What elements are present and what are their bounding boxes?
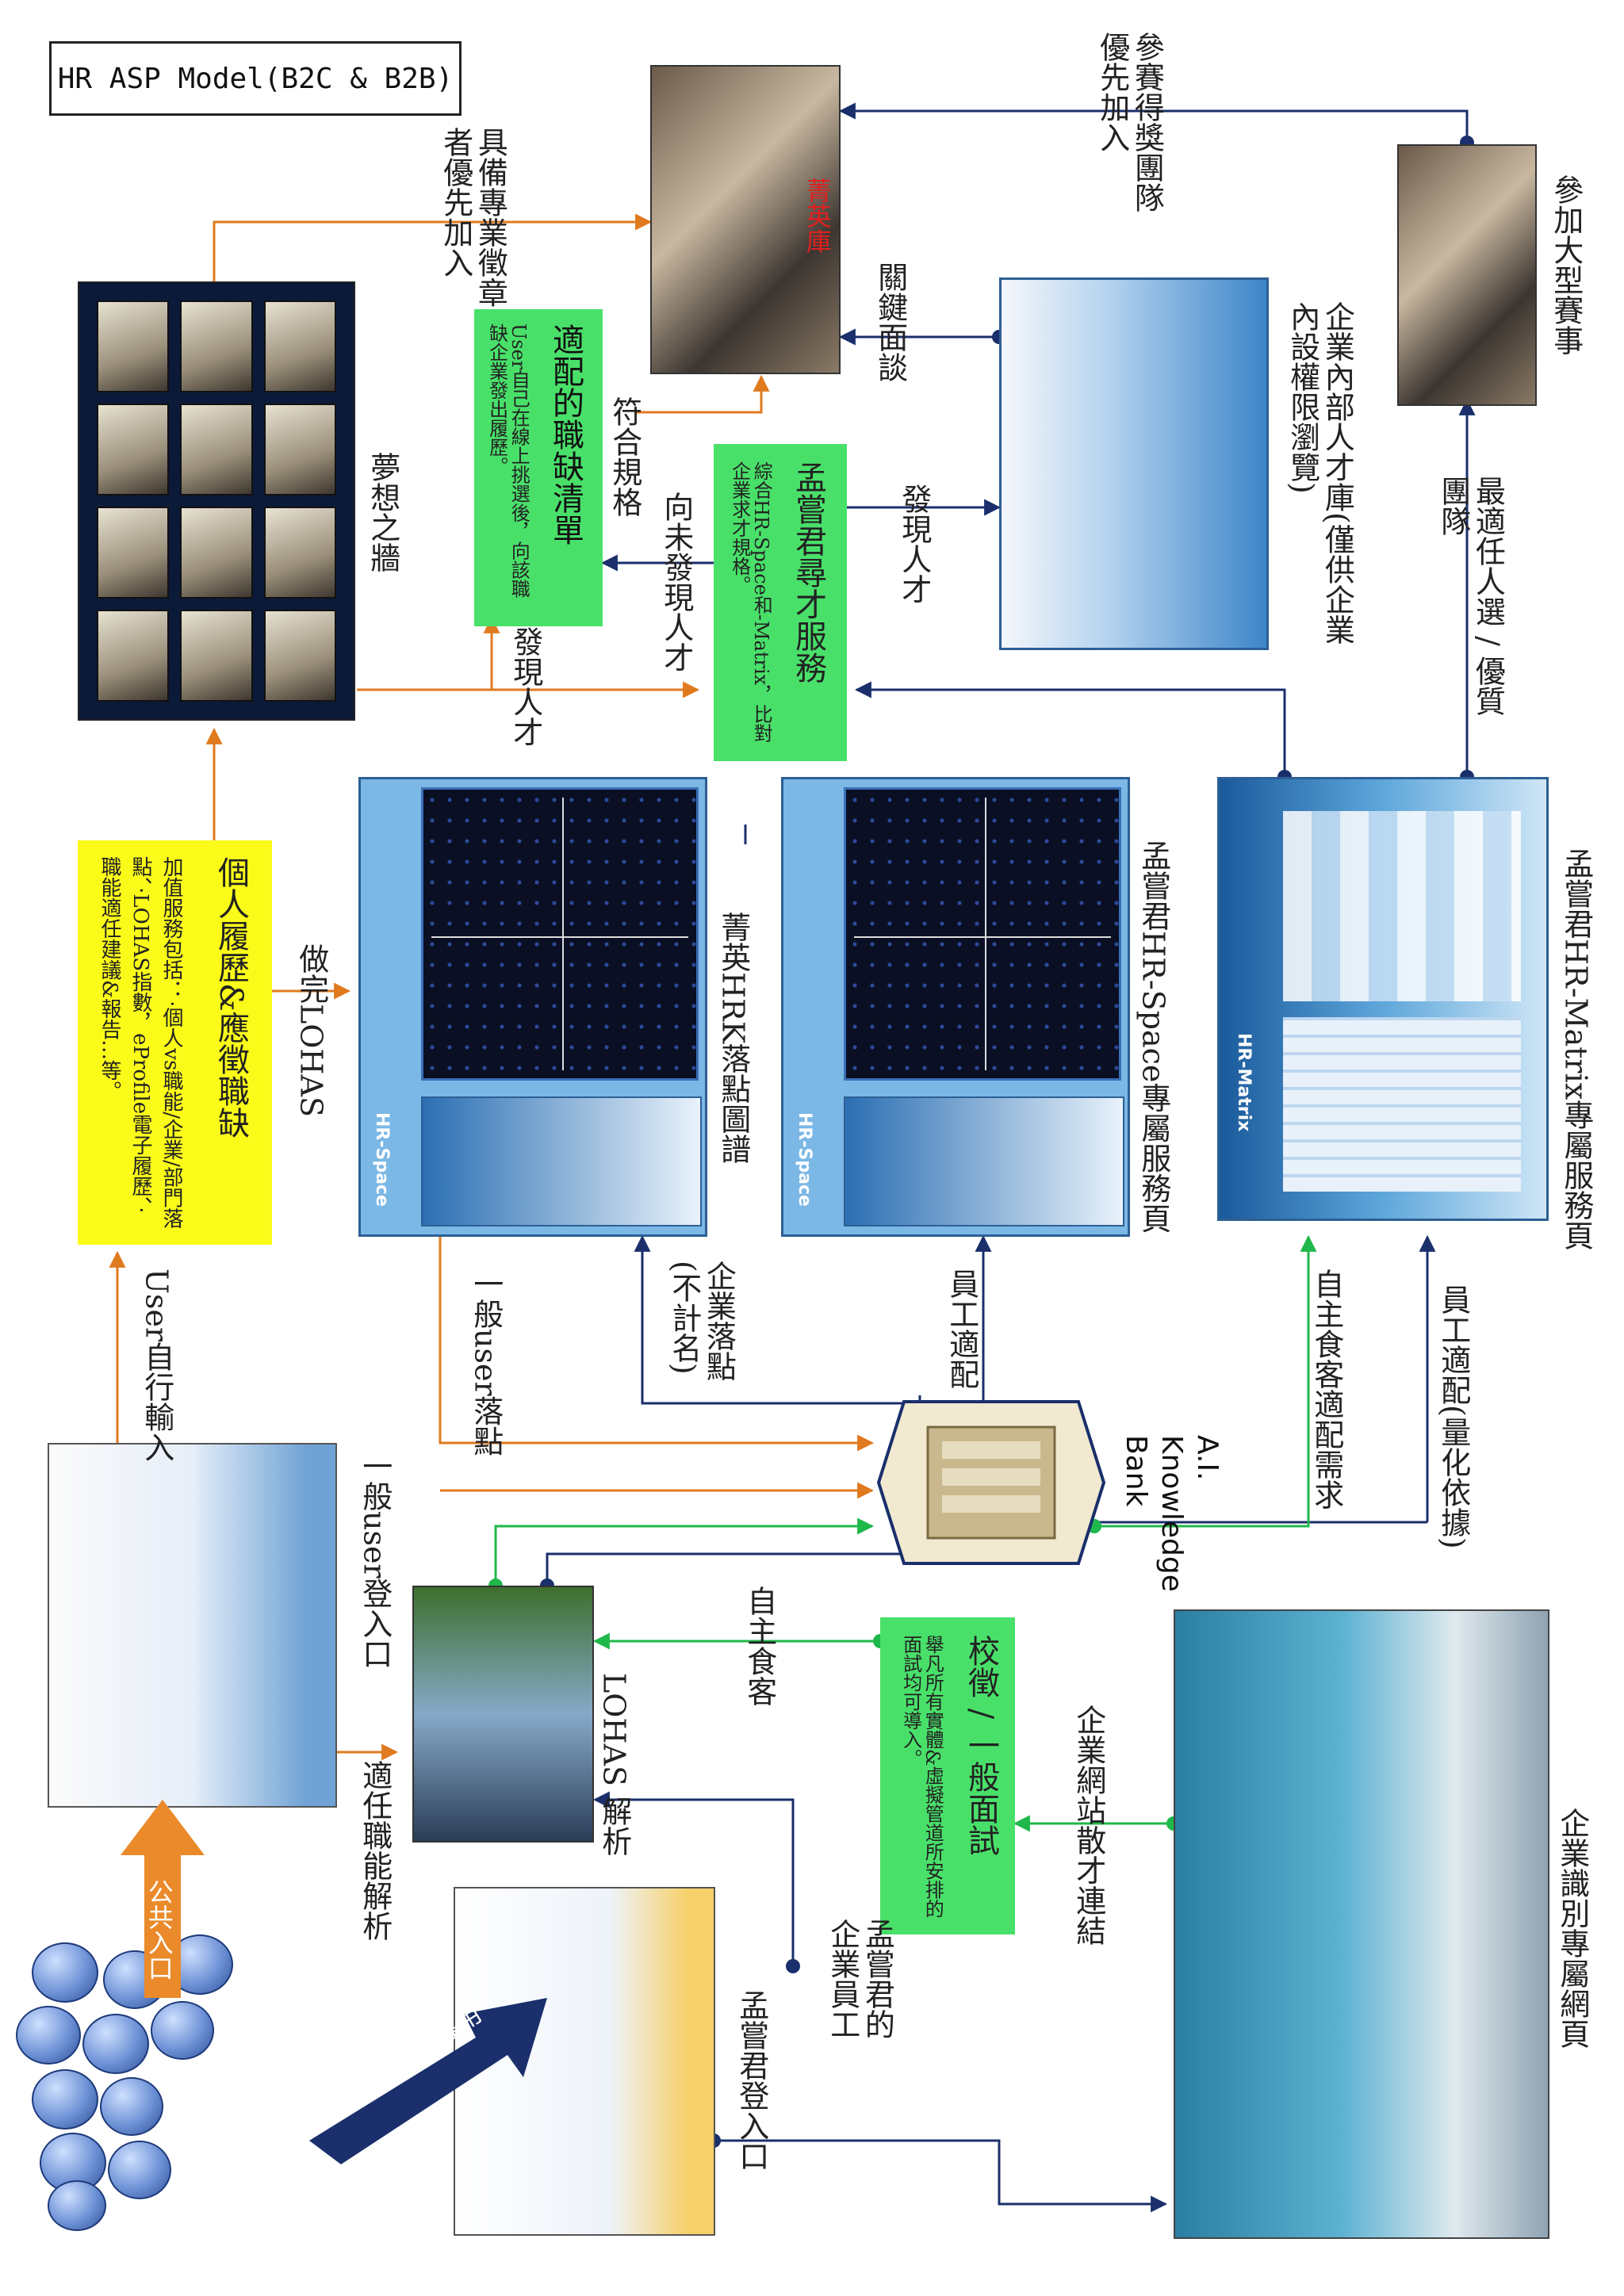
join-competition-label: 參加大型賽事 (1548, 174, 1584, 355)
edge-fitness-analysis: 適任職能解析 (357, 1760, 393, 1941)
match-list-desc: User自己在線上挑選後，向該職缺企業發出履歷。 (485, 323, 530, 599)
edge-enterprise-link: 企業網站散才連結 (1071, 1705, 1106, 1946)
edge-enterprise-point: 企業落點(不計名) (666, 1261, 737, 1381)
elite-library-label: 菁英庫 (802, 178, 833, 254)
edge-general-user-point: 一般user落點 (468, 1269, 504, 1456)
edge-staff-fit: 員工適配 (944, 1269, 979, 1389)
hr-space-screen: HR-Space (781, 777, 1130, 1237)
hr-space-tag: HR-Space (795, 1112, 814, 1207)
public-entry-arrow (121, 1800, 205, 1998)
award-team-photo (1397, 144, 1537, 406)
diagram-title: HR ASP Model(B2C & B2B) (49, 41, 462, 116)
edge-pro-certificate: 具備專業徵章者優先加入 (438, 127, 508, 308)
knowledge-bank-label: A.I. Knowledge Bank (1120, 1435, 1224, 1592)
edge-meets-spec: 符合規格 (607, 396, 642, 517)
public-portal-screen (48, 1443, 337, 1808)
public-entry-label: 公共入口 (144, 1879, 174, 1980)
hr-service-box: 孟嘗君尋才服務 綜合HR-Space和-Matrix，比對企業求才規格。 (714, 444, 847, 761)
edge-general-user-entry: 一般user登入口 (357, 1451, 393, 1669)
interview-title: 校徵 / 一般面試 (963, 1635, 999, 1856)
resume-box-desc: 加值服務包括：‧個人vs職能/企業/部門落點、‧LOHAS指數，eProfile… (98, 856, 183, 1229)
resume-box-title: 個人履歷&應徵職缺 (213, 856, 249, 1138)
internal-talent-label: 企業內部人才庫(僅供企業內設權限瀏覽) (1285, 301, 1355, 645)
mengchang-only-arrow (309, 1998, 547, 2164)
hrk-space-tag: HR-Space (372, 1112, 392, 1207)
edge-award-team: 參賽得獎團隊優先加入 (1094, 32, 1165, 212)
interview-desc: 舉凡所有實體&虛擬管道所安排的面試均可導入。 (899, 1635, 944, 1919)
enterprise-page-label: 企業識別專屬網頁 (1554, 1808, 1590, 2049)
knowledge-bank-hexagon (876, 1400, 1106, 1565)
edge-user-input: User自行輸入 (139, 1269, 174, 1463)
internal-talent-screen (999, 277, 1269, 650)
edge-discover-talent-1: 發現人才 (508, 626, 543, 747)
edge-key-interview: 關鍵面談 (872, 262, 908, 382)
edge-best-fit: 最適任人選 / 優質團隊 (1435, 476, 1506, 716)
enterprise-page-screen (1174, 1609, 1549, 2239)
hr-service-desc: 綜合HR-Space和-Matrix，比對企業求才規格。 (728, 461, 773, 743)
edge-staff-fit-quant: 員工適配(量化依據) (1435, 1284, 1471, 1549)
edge-self-service-need: 自主食客適配需求 (1308, 1269, 1344, 1510)
match-list-title: 適配的職缺清單 (547, 323, 584, 545)
hrk-map-screen: HR-Space (358, 777, 707, 1237)
match-list-box: 適配的職缺清單 User自己在線上挑選後，向該職缺企業發出履歷。 (474, 309, 603, 626)
edge-mengchang-entry: 孟嘗君登入口 (733, 1990, 769, 2171)
hr-space-page-label: 孟嘗君HR-Space專屬服務頁 (1136, 840, 1171, 1234)
lohas-label: LOHAS 解析 (596, 1673, 632, 1857)
resume-box: 個人履歷&應徵職缺 加值服務包括：‧個人vs職能/企業/部門落點、‧LOHAS指… (78, 840, 272, 1245)
edge-finish-lohas: 做完LOHAS (293, 943, 329, 1118)
edge-undiscovered: 向未發現人才 (658, 492, 694, 672)
edge-discover-talent-2: 發現人才 (896, 484, 932, 604)
hrk-map-label: 菁英HRK落點圖譜 (715, 912, 751, 1165)
hr-service-title: 孟嘗君尋才服務 (790, 461, 826, 683)
dream-wall-label: 夢想之牆 (365, 452, 400, 572)
lohas-screen (412, 1586, 594, 1843)
edge-self-guest: 自主食客 (741, 1586, 777, 1706)
interview-box: 校徵 / 一般面試 舉凡所有實體&虛擬管道所安排的面試均可導入。 (880, 1617, 1015, 1934)
hr-matrix-page-label: 孟嘗君HR-Matrix專屬服務頁 (1558, 848, 1594, 1251)
hr-matrix-screen: HR-Matrix (1217, 777, 1549, 1221)
elite-library-photo: 菁英庫 (650, 65, 841, 374)
dream-wall (78, 281, 355, 721)
hr-matrix-tag: HR-Matrix (1234, 1033, 1254, 1132)
edge-mengchang-employee: 孟嘗君的企業員工 (825, 1919, 895, 2039)
